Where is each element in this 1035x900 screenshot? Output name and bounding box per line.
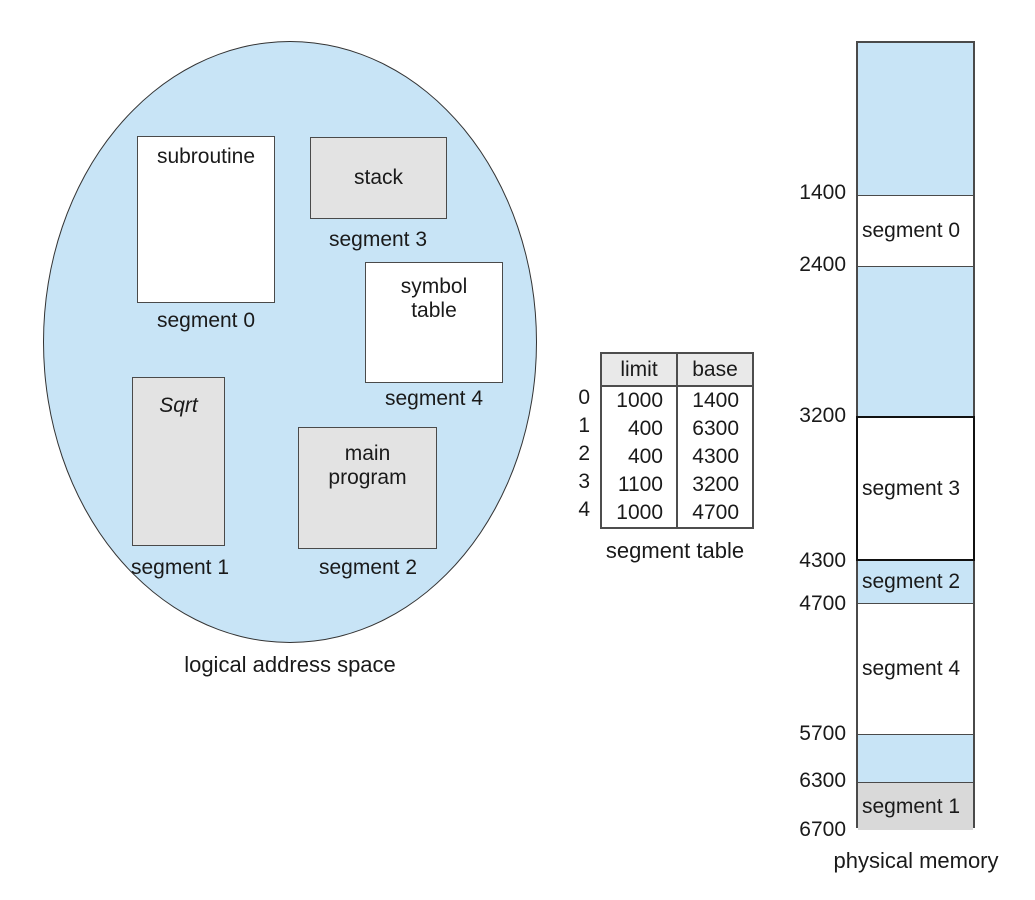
segment-table-header-row: limit base — [600, 352, 754, 387]
stack-box-text: stack — [353, 165, 403, 189]
memory-segment-2: segment 2 — [858, 561, 973, 604]
base-cell: 4300 — [676, 443, 754, 471]
table-row: 400 4300 — [600, 443, 754, 471]
segment-table-index: 3 — [578, 470, 590, 493]
segment-table-index: 2 — [578, 442, 590, 465]
sqrt-box-text: Sqrt — [159, 394, 198, 417]
limit-cell: 400 — [600, 443, 678, 471]
table-row: 400 6300 — [600, 415, 754, 443]
address-2400: 2400 — [799, 253, 846, 276]
memory-segment-1: segment 1 — [858, 782, 973, 830]
table-row: 1000 1400 — [600, 386, 754, 415]
address-4700: 4700 — [799, 592, 846, 615]
address-6700: 6700 — [799, 818, 846, 841]
table-row: 1000 4700 — [600, 499, 754, 529]
memory-segment-3: segment 3 — [856, 416, 975, 561]
base-cell: 3200 — [676, 471, 754, 499]
limit-cell: 1000 — [600, 499, 678, 529]
base-cell: 1400 — [676, 386, 754, 415]
sqrt-box: Sqrt — [132, 377, 225, 546]
physical-memory-column: segment 0 segment 3 segment 2 segment 4 … — [856, 41, 975, 830]
segment-table-caption: segment table — [605, 538, 745, 563]
segment-table-indices: 0 1 2 3 4 — [560, 384, 590, 524]
physical-memory-caption: physical memory — [833, 848, 999, 873]
memory-segment-0: segment 0 — [858, 195, 973, 267]
address-3200: 3200 — [799, 404, 846, 427]
main-program-box: main program — [298, 427, 437, 549]
table-row: 1100 3200 — [600, 471, 754, 499]
segment-2-label: segment 2 — [318, 556, 418, 579]
subroutine-box: subroutine — [137, 136, 275, 303]
memory-segment-4: segment 4 — [858, 604, 973, 735]
segment-table: limit base 1000 1400 400 6300 400 4300 1… — [600, 352, 754, 529]
address-5700: 5700 — [799, 722, 846, 745]
base-cell: 4700 — [676, 499, 754, 529]
segment-table-index: 1 — [578, 414, 590, 437]
segment-table-index: 0 — [578, 386, 590, 409]
segment-table-index: 4 — [578, 498, 590, 521]
main-program-box-text: main program — [328, 442, 407, 490]
symbol-table-box: symbol table — [365, 262, 503, 383]
segment-3-label: segment 3 — [328, 228, 428, 251]
limit-cell: 1100 — [600, 471, 678, 499]
segment-0-label: segment 0 — [156, 309, 256, 332]
logical-address-space-caption: logical address space — [184, 652, 396, 677]
limit-cell: 1000 — [600, 386, 678, 415]
segment-4-label: segment 4 — [384, 387, 484, 410]
address-4300: 4300 — [799, 549, 846, 572]
base-column-header: base — [676, 352, 754, 387]
address-1400: 1400 — [799, 181, 846, 204]
limit-column-header: limit — [600, 352, 678, 387]
address-6300: 6300 — [799, 769, 846, 792]
base-cell: 6300 — [676, 415, 754, 443]
stack-box: stack — [310, 137, 447, 219]
limit-cell: 400 — [600, 415, 678, 443]
subroutine-box-text: subroutine — [156, 145, 256, 168]
segment-1-label: segment 1 — [130, 556, 230, 579]
symbol-table-box-text: symbol table — [400, 275, 468, 323]
